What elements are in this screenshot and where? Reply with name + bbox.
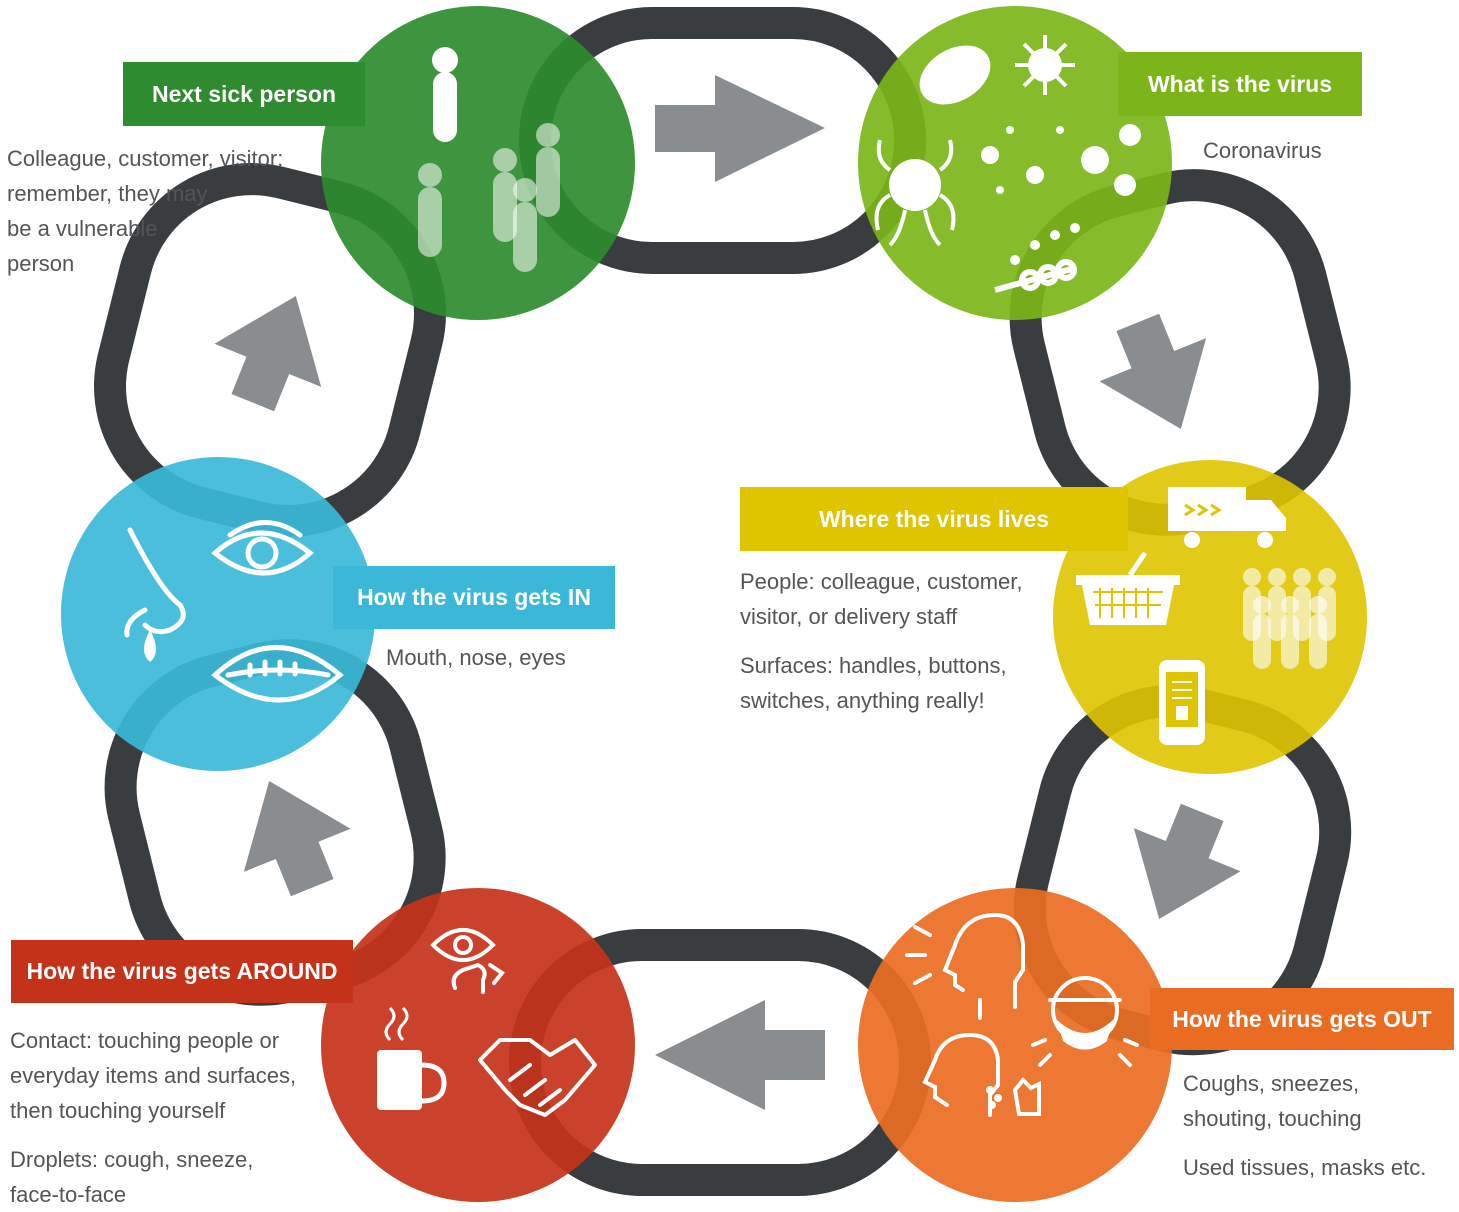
arrow-left-icon <box>655 1000 825 1110</box>
desc-line: remember, they may <box>7 181 208 206</box>
desc-line: visitor, or delivery staff <box>740 604 958 629</box>
stage-circle-next-sick-person <box>321 6 635 320</box>
arrow-down-right-icon <box>1099 313 1207 429</box>
arrow-down-left-icon <box>1133 803 1241 919</box>
stage-desc-gets-out: Coughs, sneezes, shouting, touching Used… <box>1183 1066 1453 1185</box>
stage-desc-what-is-the-virus: Coronavirus <box>1203 133 1403 168</box>
desc-line: Colleague, customer, visitor: <box>7 146 284 171</box>
desc-line: then touching yourself <box>10 1098 226 1123</box>
desc-line: Coronavirus <box>1203 138 1322 163</box>
desc-line: Contact: touching people or <box>10 1028 280 1053</box>
stage-label-what-is-the-virus: What is the virus <box>1118 52 1362 116</box>
eye-icon-in <box>211 520 314 576</box>
desc-line: Droplets: cough, sneeze, <box>10 1147 254 1172</box>
arrow-right-icon <box>655 75 825 182</box>
flow-arrows <box>214 75 1241 1110</box>
nose-icon <box>124 527 186 638</box>
stage-desc-gets-in: Mouth, nose, eyes <box>386 640 626 675</box>
stage-desc-gets-around: Contact: touching people or everyday ite… <box>10 1023 330 1212</box>
stage-label-gets-out: How the virus gets OUT <box>1150 988 1454 1050</box>
stage-label-where-virus-lives: Where the virus lives <box>740 487 1128 551</box>
phone-icon <box>1159 660 1205 745</box>
basket-icon <box>1076 551 1180 625</box>
cup-icon <box>377 1006 447 1110</box>
arrow-up-right-icon <box>214 296 322 412</box>
mask-icon <box>1031 976 1139 1067</box>
stage-label-gets-in: How the virus gets IN <box>333 566 615 629</box>
truck-icon <box>1168 487 1286 548</box>
desc-line: Surfaces: handles, buttons, <box>740 653 1007 678</box>
stage-circle-gets-out <box>858 888 1172 1202</box>
desc-line: shouting, touching <box>1183 1106 1362 1131</box>
stage-circle-where-virus-lives <box>1053 460 1367 774</box>
desc-line: People: colleague, customer, <box>740 569 1023 594</box>
stage-label-next-sick-person: Next sick person <box>123 62 365 126</box>
mouth-icon <box>211 645 344 703</box>
stage-label-gets-around: How the virus gets AROUND <box>11 940 353 1003</box>
desc-line: be a vulnerable <box>7 216 158 241</box>
desc-line: face-to-face <box>10 1182 127 1207</box>
stage-circle-gets-in <box>61 457 375 771</box>
stage-desc-next-sick-person: Colleague, customer, visitor: remember, … <box>7 141 327 281</box>
desc-line: person <box>7 251 75 276</box>
desc-line: everyday items and surfaces, <box>10 1063 297 1088</box>
stage-circle-gets-around <box>321 888 635 1202</box>
virus-icon <box>874 35 1141 293</box>
person-icon <box>418 47 560 272</box>
stage-desc-where-virus-lives: People: colleague, customer, visitor, or… <box>740 564 1060 718</box>
eye-icon <box>430 928 505 994</box>
crowd-icon <box>1243 568 1336 669</box>
desc-line: Used tissues, masks etc. <box>1183 1155 1427 1180</box>
desc-line: Coughs, sneezes, <box>1183 1071 1360 1096</box>
face-icon <box>905 912 1041 1117</box>
droplet-icon <box>144 630 156 662</box>
desc-line: Mouth, nose, eyes <box>386 645 566 670</box>
handshake-icon <box>478 1038 597 1117</box>
arrow-up-left-icon <box>243 781 351 897</box>
desc-line: switches, anything really! <box>740 688 985 713</box>
